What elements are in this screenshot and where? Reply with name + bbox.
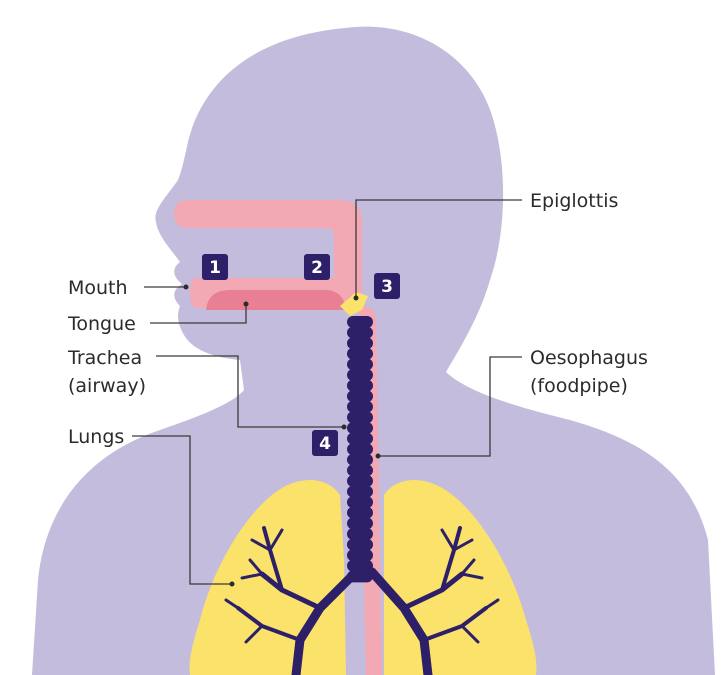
- trachea-ring: [347, 379, 373, 392]
- trachea-label: Trachea: [67, 347, 142, 369]
- lungs-label: Lungs: [68, 426, 124, 448]
- badge-4: 4: [312, 430, 338, 456]
- epiglottis-flap: [340, 292, 368, 316]
- trachea-ring: [347, 496, 373, 509]
- trachea-ring: [347, 369, 373, 381]
- trachea-ring: [347, 411, 373, 424]
- tongue-label: Tongue: [67, 313, 136, 335]
- trachea-ring: [347, 485, 373, 498]
- trachea-ring: [347, 538, 373, 551]
- trachea-ring: [347, 347, 373, 360]
- trachea-ring: [347, 326, 373, 339]
- leader-lines: [132, 199, 522, 585]
- trachea-ring: [347, 432, 373, 445]
- trachea-ring: [347, 475, 373, 487]
- trachea-ring: [347, 464, 373, 477]
- trachea-ring: [347, 337, 373, 350]
- trachea-ring: [347, 400, 373, 413]
- epiglottis-leader: [355, 199, 522, 298]
- trachea-ring: [347, 358, 373, 371]
- trachea-ring: [347, 528, 373, 540]
- trachea-ring: [347, 506, 373, 519]
- trachea-ring: [347, 453, 373, 466]
- bronchial-tree: [224, 526, 500, 675]
- svg-text:2: 2: [311, 258, 323, 278]
- svg-text:1: 1: [209, 258, 221, 278]
- badge-3: 3: [374, 273, 400, 299]
- mouth-label: Mouth: [68, 277, 128, 299]
- lungs-leader: [132, 435, 232, 585]
- trachea-sublabel: (airway): [68, 375, 146, 397]
- nasal-passage: [174, 200, 362, 296]
- oesophagus-sublabel: (foodpipe): [530, 375, 628, 397]
- trachea-ring: [347, 443, 373, 456]
- trachea-ring: [347, 517, 373, 530]
- oesophagus-label: Oesophagus: [530, 347, 648, 369]
- badge-1: 1: [202, 254, 228, 280]
- badge-2: 2: [304, 254, 330, 280]
- epiglottis-label: Epiglottis: [530, 190, 618, 212]
- leader-dots: [183, 284, 381, 587]
- trachea-rings: [347, 316, 373, 583]
- trachea-ring: [347, 316, 373, 328]
- trachea-leader: [156, 355, 344, 428]
- trachea-ring: [347, 549, 373, 562]
- trachea-ring: [347, 390, 373, 403]
- svg-text:4: 4: [319, 434, 331, 454]
- svg-text:3: 3: [381, 277, 393, 297]
- oesophagus-leader: [378, 356, 522, 457]
- tongue-leader: [150, 304, 247, 324]
- trachea-ring: [347, 422, 373, 434]
- tongue-shape: [206, 290, 346, 310]
